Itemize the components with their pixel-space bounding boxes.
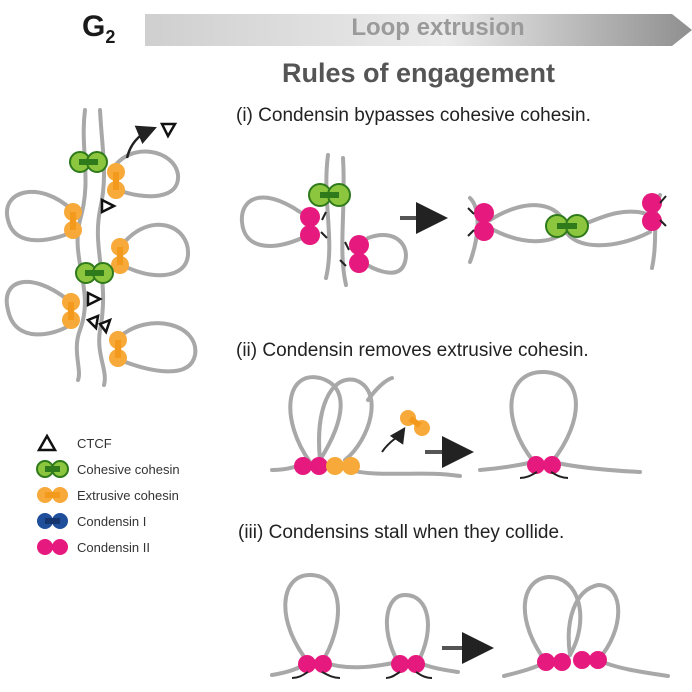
condensin-ii	[537, 651, 607, 671]
banner-label: Loop extrusion	[351, 14, 525, 41]
condensin-ii	[527, 456, 561, 474]
cohesive-cohesin	[69, 151, 108, 173]
extrusive-cohesin	[109, 331, 127, 367]
extrusive-cohesin-icon	[37, 487, 68, 503]
rule-1-diagram	[239, 153, 667, 287]
legend-label: Condensin II	[77, 539, 150, 555]
chromatin-strand	[74, 108, 88, 382]
ctcf-triangle	[98, 317, 113, 335]
condensin-ii-icon	[37, 539, 68, 555]
chromatin-loop	[120, 222, 191, 278]
condensin-ii	[349, 235, 369, 273]
legend-item-ctcf: CTCF	[35, 430, 180, 456]
ctcf-triangle	[159, 122, 178, 139]
condensin-ii	[474, 203, 494, 241]
subtitle: Rules of engagement	[282, 58, 556, 88]
condensin-ii	[300, 207, 320, 245]
extrusive-cohesin	[111, 238, 129, 274]
cell-phase-label: G2	[82, 10, 115, 48]
condensin-ii	[298, 655, 332, 673]
phase-sub: 2	[105, 27, 116, 47]
loop-extrusion-banner	[145, 14, 692, 46]
legend-label: Extrusive cohesin	[77, 487, 179, 503]
phase-main: G	[82, 10, 106, 43]
condensin-ii	[642, 193, 662, 231]
cohesive-cohesin	[545, 214, 589, 238]
extrusive-cohesin	[326, 457, 360, 475]
chromatin-loop	[4, 190, 74, 243]
extrusive-cohesin	[64, 203, 82, 239]
cohesive-cohesin-icon	[36, 460, 69, 478]
ctcf-triangle	[100, 197, 117, 215]
rule-1-text: (i) Condensin bypasses cohesive cohesin.	[236, 105, 591, 126]
extrusive-cohesin	[107, 163, 125, 199]
chromatin-loop	[110, 149, 181, 199]
release-arrow	[125, 125, 157, 159]
extrusive-cohesin	[400, 410, 430, 436]
rule-3-diagram	[270, 572, 670, 679]
cohesive-cohesin	[308, 183, 351, 207]
rule-2-diagram	[270, 369, 642, 479]
legend-label: Condensin I	[77, 513, 147, 529]
legend-item-condensin-ii: Condensin II	[35, 534, 180, 560]
rule-2-text: (ii) Condensin removes extrusive cohesin…	[236, 340, 589, 361]
ctcf-triangle	[86, 290, 103, 308]
legend-item-extrusive-cohesin: Extrusive cohesin	[35, 482, 180, 508]
g2-overview-factors	[62, 122, 178, 367]
extrusive-cohesin	[62, 293, 80, 329]
legend-item-condensin-i: Condensin I	[35, 508, 180, 534]
g2-overview-diagram	[4, 108, 198, 387]
legend-label: Cohesive cohesin	[77, 461, 180, 477]
condensin-i-icon	[37, 513, 68, 529]
legend-label: CTCF	[77, 435, 112, 451]
ctcf-triangle-icon	[36, 433, 58, 452]
ctcf-triangle	[85, 314, 100, 331]
chromatin-loop	[4, 280, 72, 337]
condensin-ii	[294, 457, 328, 475]
cohesive-cohesin	[75, 262, 114, 284]
condensin-ii	[391, 655, 425, 673]
legend: CTCF Cohesive cohesin Extrusive cohesin …	[35, 430, 180, 560]
chromatin-loop	[116, 321, 198, 374]
rule-3-text: (iii) Condensins stall when they collide…	[238, 522, 565, 543]
legend-item-cohesive-cohesin: Cohesive cohesin	[35, 456, 180, 482]
